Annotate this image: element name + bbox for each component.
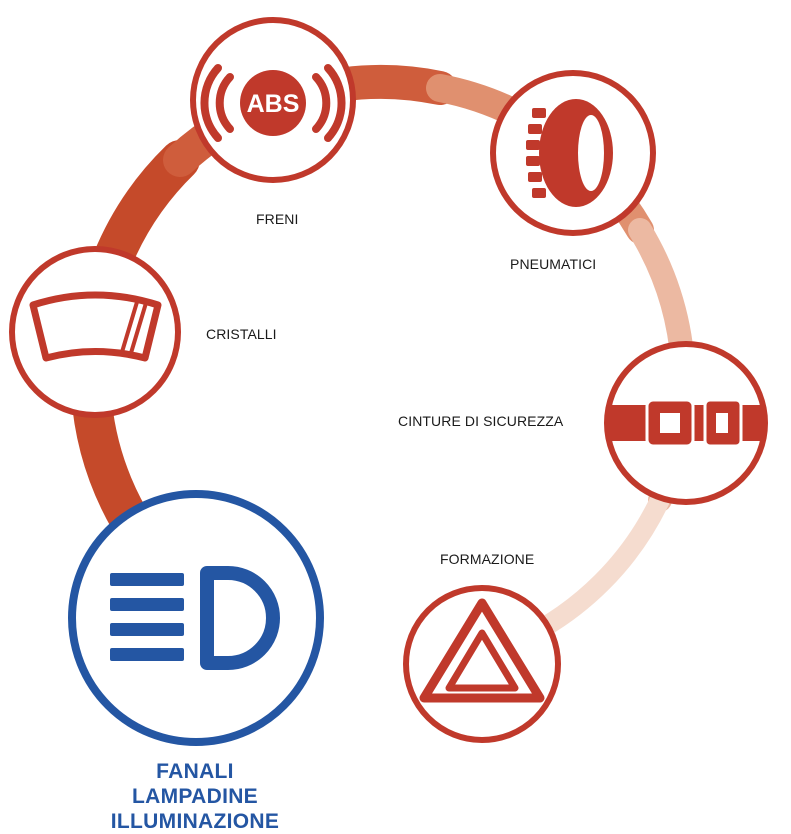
cinture-node [604,341,768,505]
fanali-node [68,490,324,746]
formazione-label: FORMAZIONE [440,551,535,567]
freni-node: ABS [190,17,356,183]
fanali-label-line-2: LAMPADINE [132,785,258,808]
windshield-icon [29,291,162,362]
cristalli-node [9,246,181,418]
warning-triangle-icon [419,598,545,703]
fanali-label-line-1: FANALI [156,760,234,783]
seatbelt-icon [610,398,762,448]
pneumatici-label: PNEUMATICI [510,256,597,272]
cristalli-label: CRISTALLI [206,326,277,342]
formazione-node [403,585,561,743]
headlight-icon [110,566,280,670]
tire-icon [526,99,613,207]
fanali-label-line-3: ILLUMINAZIONE [110,810,280,833]
cinture-label: CINTURE DI SICUREZZA [398,413,564,429]
freni-label: FRENI [256,211,299,227]
fanali-label: FANALI LAMPADINE ILLUMINAZIONE [96,759,294,834]
abs-icon-text: ABS [247,90,300,118]
abs-brake-icon: ABS [200,64,346,142]
pneumatici-node [490,70,656,236]
